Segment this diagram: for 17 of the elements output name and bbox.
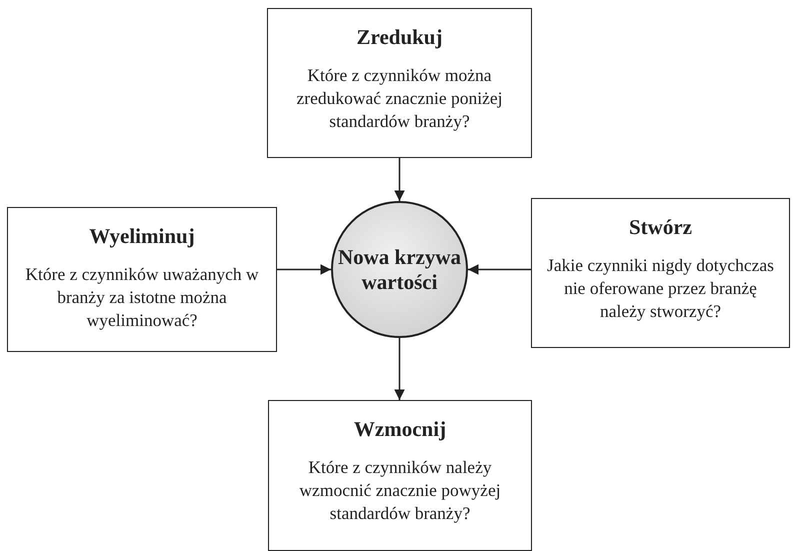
arrow	[394, 158, 405, 201]
question-box	[531, 198, 790, 348]
arrow	[394, 338, 405, 400]
question-box	[7, 207, 277, 352]
question-text: Które z czynników można zredukować znacznie poniżej standardów branży?	[296, 64, 504, 132]
heading: Nowa krzywa wartości	[336, 245, 462, 294]
heading: Wyeliminuj	[89, 224, 195, 249]
arrow	[277, 264, 331, 275]
heading: Stwórz	[629, 215, 692, 240]
question-text: Jakie czynniki nigdy dotychczas nie oferowane przez branżę należy stworzyć?	[546, 254, 775, 322]
arrow	[468, 264, 531, 275]
question-text: Które z czynników należy wzmocnić znacznie powyżej standardów branży?	[298, 456, 502, 524]
heading: Zredukuj	[356, 25, 442, 50]
question-text: Które z czynników uważanych w branży za istotne można wyeliminować?	[24, 263, 260, 332]
question-box	[268, 400, 532, 551]
heading: Wzmocnij	[354, 417, 446, 442]
question-box	[267, 8, 532, 158]
